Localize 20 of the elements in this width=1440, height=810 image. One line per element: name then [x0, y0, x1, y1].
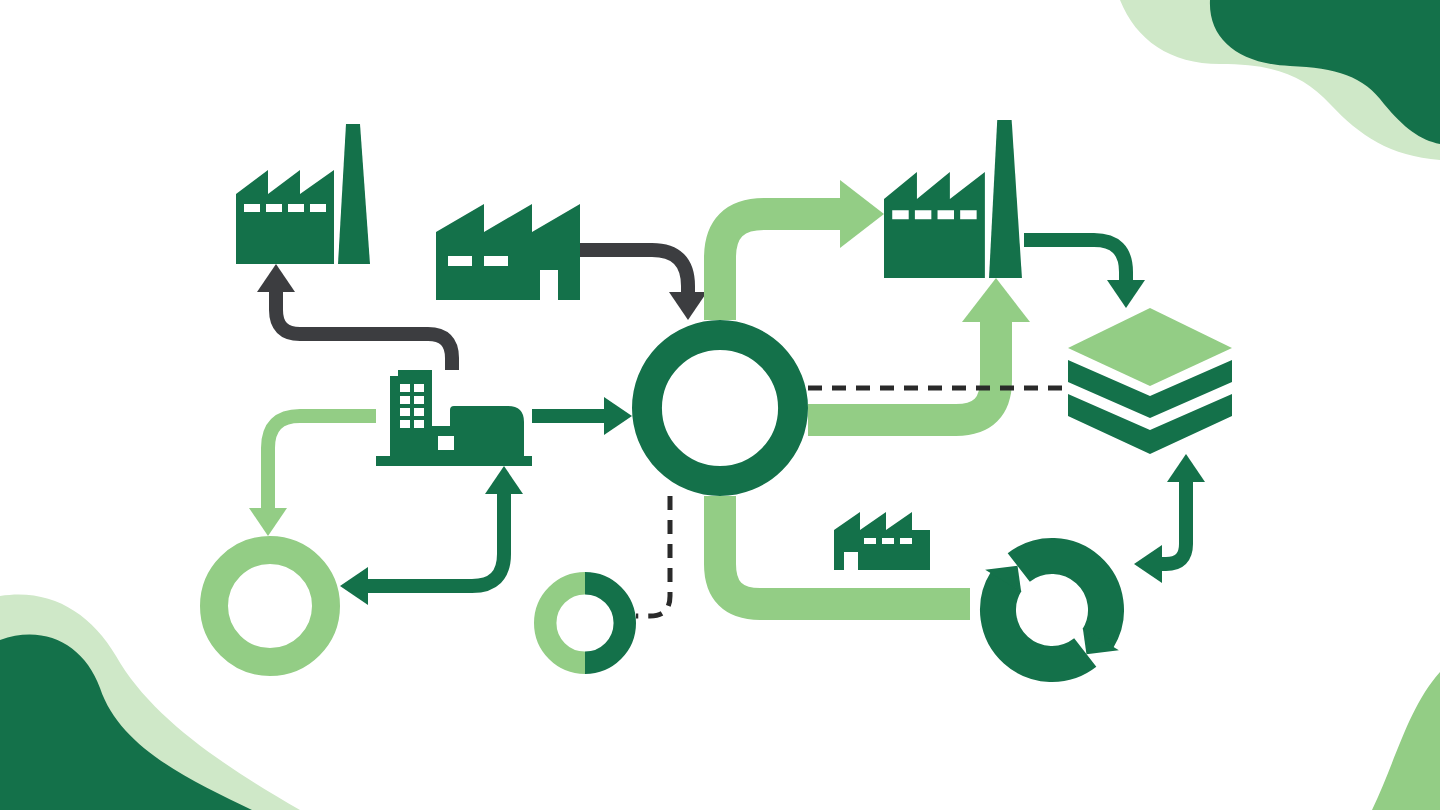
- arrow: [1024, 233, 1145, 308]
- half-filled-ring: [534, 572, 636, 674]
- arrow: [808, 278, 1030, 436]
- arrow: [249, 409, 376, 536]
- arrow: [257, 264, 459, 370]
- double-arrow: [1134, 454, 1205, 583]
- arrow: [580, 243, 707, 320]
- ring-node: [200, 536, 340, 676]
- double-arrow: [340, 466, 523, 605]
- arrow: [532, 397, 632, 435]
- layer-stack-icon: [1068, 308, 1232, 454]
- factory-icon: [834, 506, 930, 570]
- factory-icon: [236, 124, 372, 264]
- factory-icon: [884, 120, 1024, 278]
- arrow: [704, 180, 884, 320]
- office-building-icon: [376, 370, 532, 466]
- dashed-connector: [636, 496, 673, 619]
- dashed-connector: [808, 385, 1068, 391]
- ring-node: [632, 320, 808, 496]
- factory-icon: [436, 204, 580, 300]
